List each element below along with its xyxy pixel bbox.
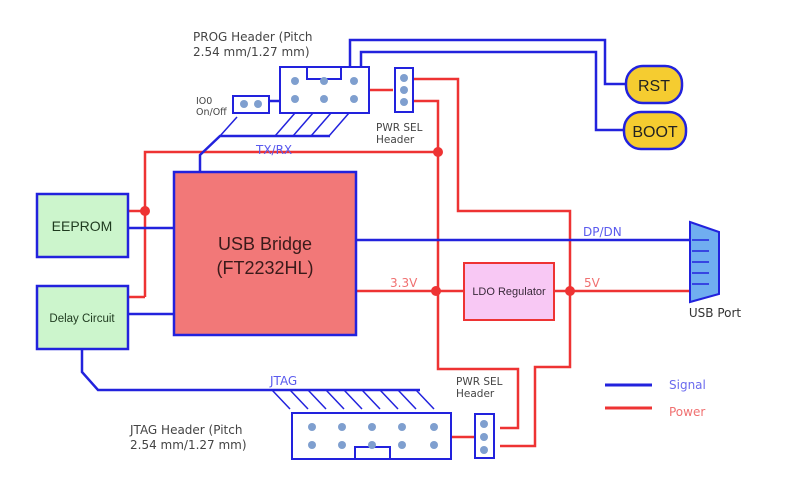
usb-port: USB Port	[689, 220, 742, 320]
net-label-txrx: TX/RX	[255, 143, 292, 157]
signal-rst	[348, 38, 626, 86]
power-rail-top	[143, 150, 438, 297]
net-label-dpdn: DP/DN	[583, 225, 622, 239]
jtag-taps	[271, 389, 435, 410]
pwr-sel-header-bottom	[474, 413, 495, 459]
pwr-sel-top-label-1: PWR SEL	[376, 122, 423, 134]
prog-header-label-1: PROG Header (Pitch	[193, 30, 313, 44]
net-label-jtag: JTAG	[269, 374, 297, 388]
net-label-5v: 5V	[584, 276, 601, 290]
junction-5v	[565, 286, 575, 296]
boot-block: BOOT	[622, 110, 688, 151]
ldo-regulator-block: LDO Regulator	[463, 262, 555, 321]
legend: Signal Power	[605, 378, 706, 419]
ldo-regulator-label: LDO Regulator	[472, 286, 546, 298]
pwr-sel-bottom-label-2: Header	[456, 388, 495, 400]
prog-header-label-2: 2.54 mm/1.27 mm)	[193, 45, 310, 59]
boot-label: BOOT	[632, 124, 678, 141]
power-junctions	[140, 147, 575, 296]
pwr-sel-bottom-label-1: PWR SEL	[456, 376, 503, 388]
pwr-sel-header-top	[394, 67, 414, 113]
io0-label-1: IO0	[196, 96, 212, 107]
io0-jumper	[232, 95, 270, 114]
power-5v-down	[500, 291, 572, 448]
signal-jtag-bus	[80, 349, 420, 392]
usb-bridge-block: USB Bridge (FT2232HL)	[172, 170, 358, 337]
junction-eeprom	[140, 206, 150, 216]
net-label-3v3: 3.3V	[390, 276, 418, 290]
rst-block: RST	[624, 64, 684, 105]
usb-port-label: USB Port	[689, 306, 742, 320]
legend-power-label: Power	[669, 405, 705, 419]
pwr-sel-top-label-2: Header	[376, 134, 415, 146]
jtag-header-label-1: JTAG Header (Pitch	[129, 423, 242, 437]
signal-wires	[80, 38, 695, 392]
usb-bridge-title: USB Bridge	[218, 234, 312, 254]
jtag-header-label-2: 2.54 mm/1.27 mm)	[130, 438, 247, 452]
legend-signal-label: Signal	[669, 378, 706, 392]
eeprom-block: EEPROM	[35, 192, 130, 259]
junction-3v3	[431, 286, 441, 296]
power-pwrsel-top-pin1	[414, 77, 572, 291]
jtag-header	[291, 412, 452, 460]
delay-circuit-label: Delay Circuit	[49, 313, 115, 325]
prog-header	[279, 66, 370, 114]
usb-bridge-part: (FT2232HL)	[216, 258, 313, 278]
power-pwrsel-top-pin3	[414, 99, 520, 430]
junction-top-rail	[433, 147, 443, 157]
power-wires	[128, 77, 690, 448]
eeprom-label: EEPROM	[52, 218, 113, 234]
rst-label: RST	[638, 78, 670, 95]
txrx-taps	[219, 112, 350, 137]
signal-boot	[359, 50, 626, 132]
io0-label-2: On/Off	[196, 107, 227, 118]
delay-circuit-block: Delay Circuit	[35, 284, 130, 351]
